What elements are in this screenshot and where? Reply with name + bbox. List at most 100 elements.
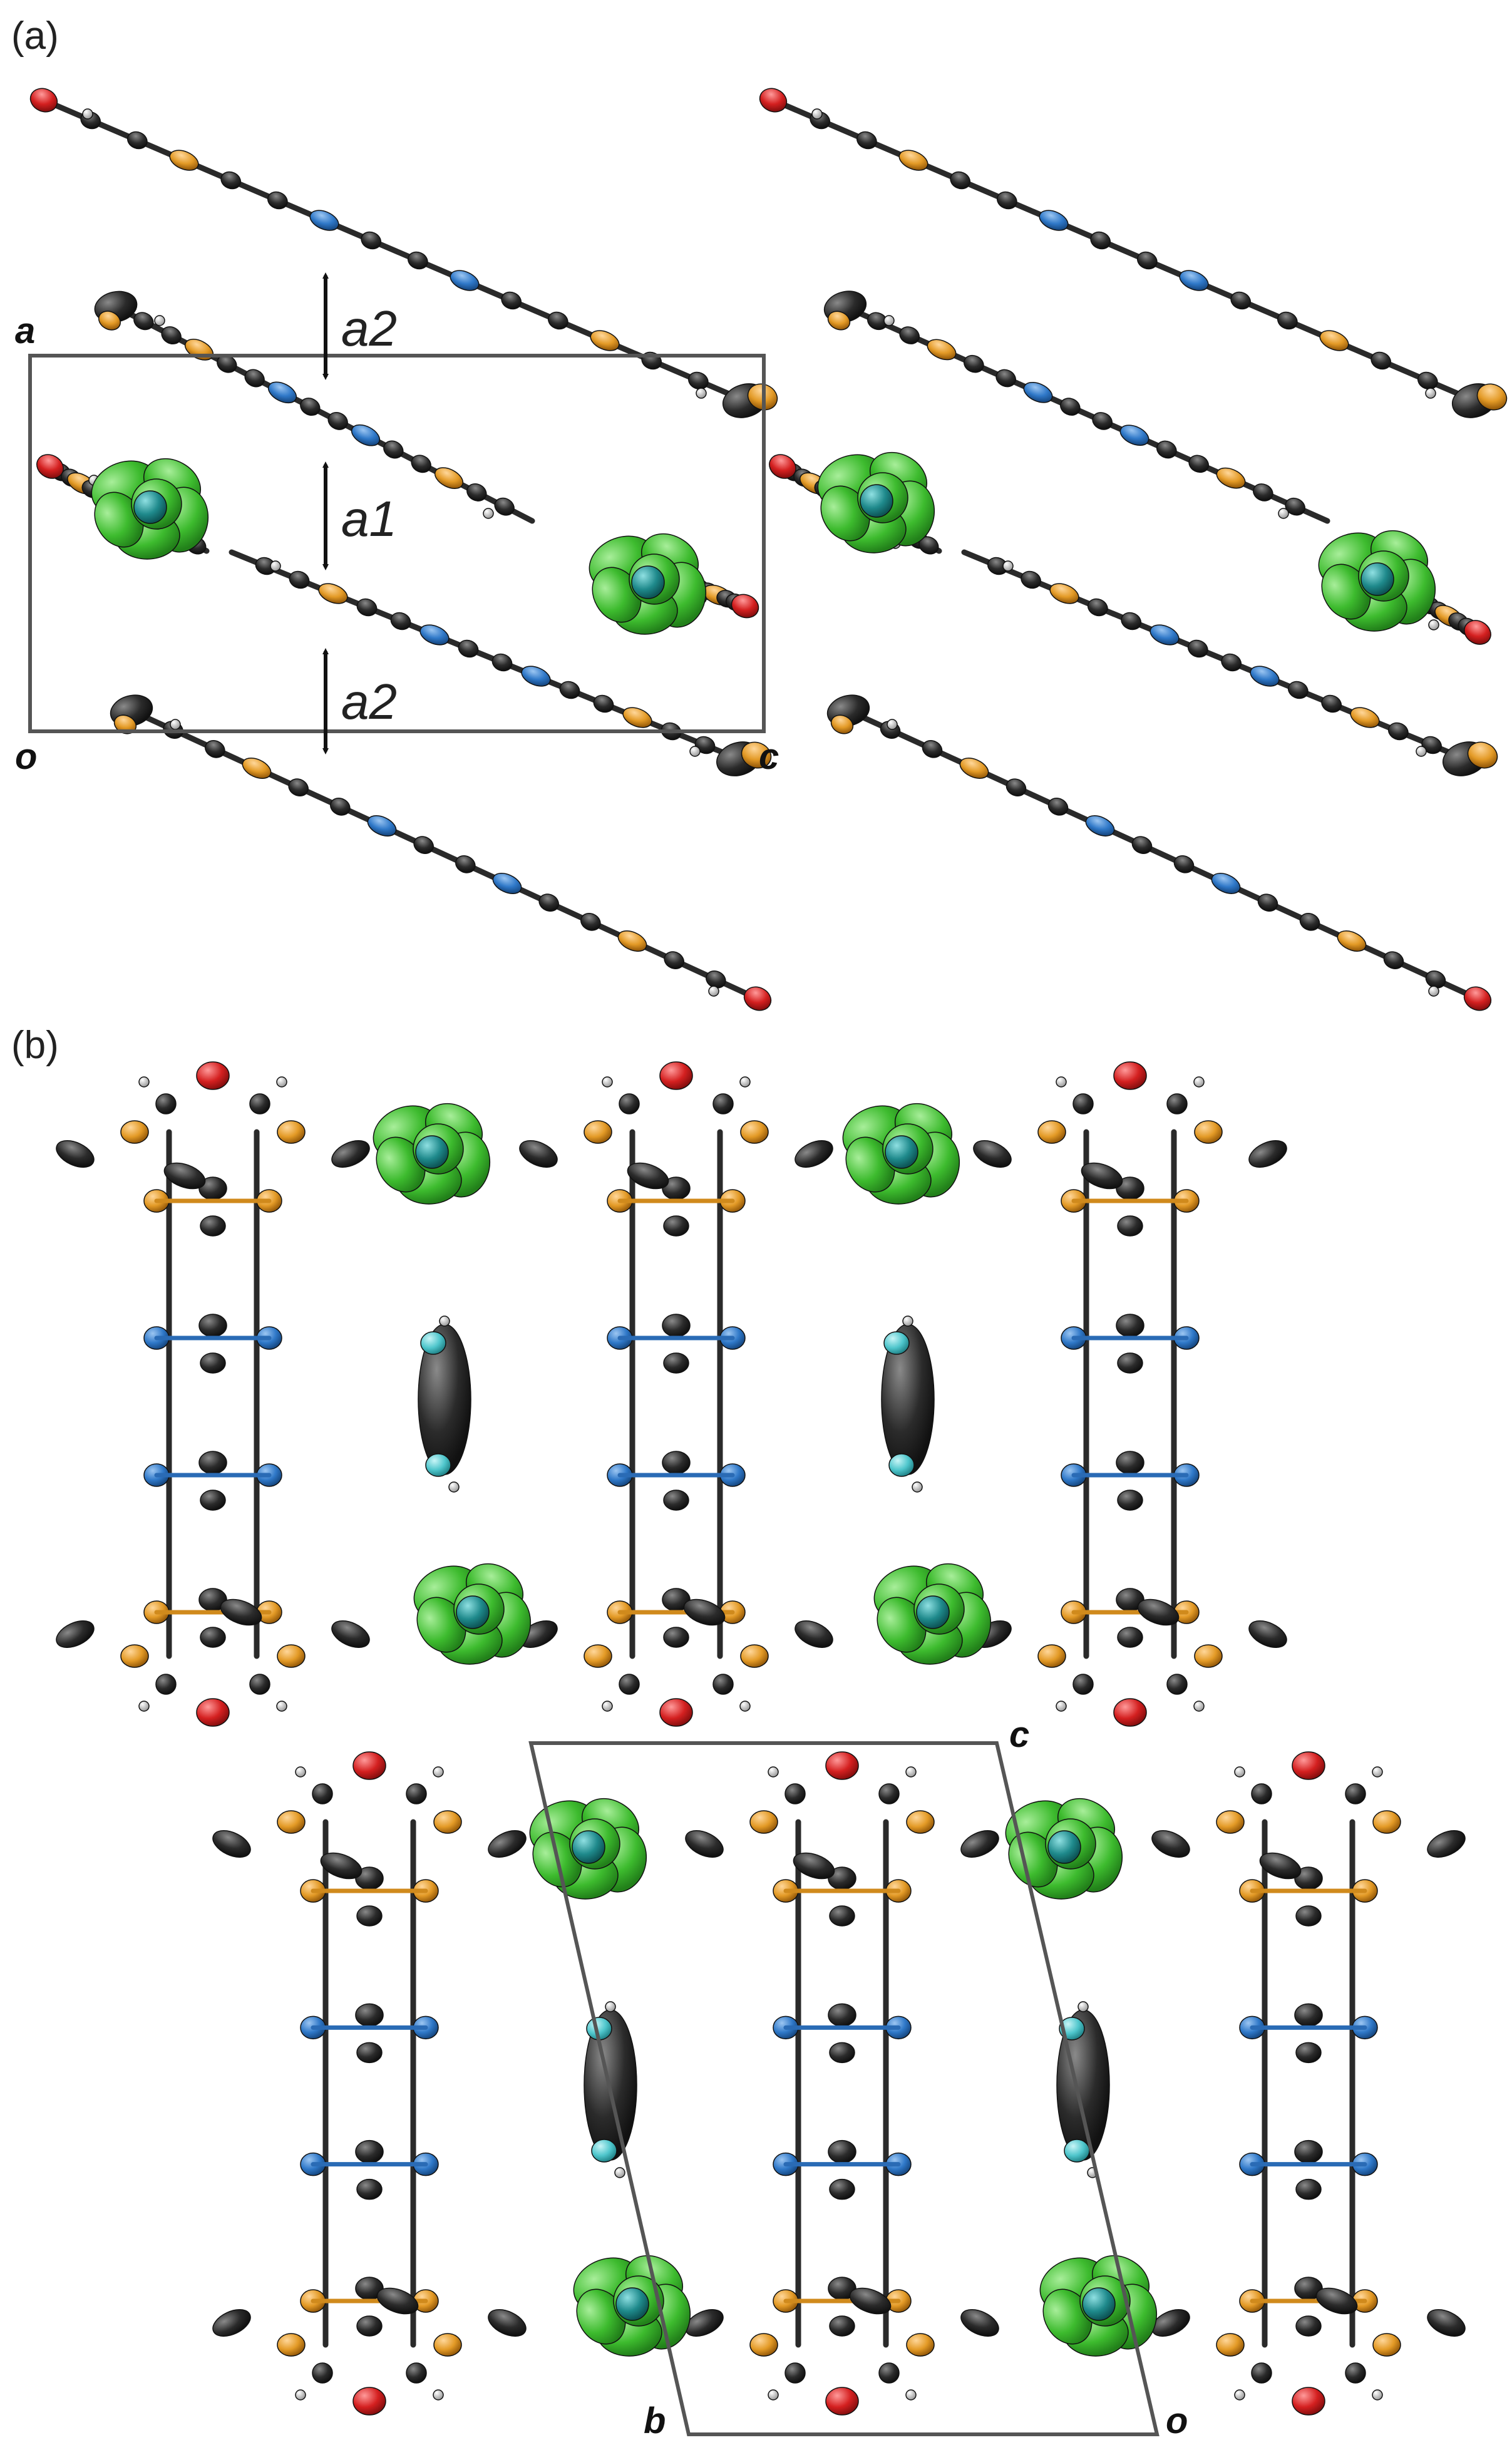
carbon-atom — [212, 2309, 251, 2337]
sulfur-atom — [740, 1644, 769, 1668]
sulfur-atom — [1319, 330, 1349, 351]
hydrogen-atom — [170, 719, 181, 730]
carbon-atom — [390, 612, 411, 631]
distance-label-a2-top: a2 — [341, 301, 397, 356]
panel-a-label: (a) — [11, 14, 59, 58]
carbon-atom — [376, 2287, 419, 2315]
halogen-atom — [1064, 2139, 1090, 2163]
carbon-atom — [383, 440, 404, 459]
carbon-atom — [198, 1451, 227, 1475]
sulfur-atom — [1476, 383, 1508, 411]
carbon-atom — [1087, 598, 1108, 617]
molecule-chain — [826, 694, 1492, 1011]
metal-atom — [456, 1595, 490, 1629]
carbon-atom — [249, 1093, 270, 1114]
carbon-atom — [1090, 231, 1111, 250]
panel-b-axis-c: c — [1009, 1714, 1029, 1755]
hydrogen-atom — [295, 1766, 306, 1778]
carbon-atom — [964, 354, 984, 373]
sulfur-atom — [277, 1810, 306, 1834]
nitrogen-atom — [1023, 381, 1053, 403]
disordered-anion — [529, 1798, 647, 1900]
hydrogen-atom — [138, 1076, 150, 1088]
molecule-chain — [110, 694, 772, 1011]
carbon-atom — [356, 2315, 383, 2337]
carbon-atom — [641, 351, 662, 370]
carbon-atom — [829, 2178, 855, 2200]
sulfur-atom — [590, 330, 620, 351]
carbon-atom — [663, 1490, 689, 1511]
carbon-atom — [361, 231, 381, 250]
carbon-atom — [1117, 1215, 1143, 1237]
carbon-atom — [849, 2287, 892, 2315]
sulfur-atom — [830, 714, 854, 734]
carbon-atom — [1060, 398, 1081, 416]
metal-atom — [572, 1830, 605, 1864]
carbon-atom — [694, 736, 716, 754]
panel-a: (a) a2 a1 a2 a o c — [11, 14, 1508, 1011]
bond-line — [845, 708, 1481, 1002]
carbon-atom — [205, 740, 225, 758]
hydrogen-atom — [1372, 1766, 1383, 1778]
sulfur-atom — [1372, 2333, 1401, 2357]
hydrogen-atom — [433, 2389, 444, 2401]
disordered-anion — [573, 2255, 691, 2357]
carbon-atom — [408, 251, 428, 270]
sulfur-atom — [169, 150, 199, 171]
sulfur-atom — [277, 1644, 306, 1668]
carbon-atom — [198, 1314, 227, 1337]
hydrogen-atom — [602, 1701, 613, 1712]
hydrogen-atom — [696, 388, 707, 399]
nitrogen-atom — [351, 424, 381, 446]
carbon-atom — [899, 326, 920, 344]
sulfur-atom — [617, 930, 647, 952]
oxygen-atom — [1464, 620, 1491, 645]
oxygen-atom — [731, 594, 759, 619]
disordered-anion — [817, 451, 935, 553]
carbon-atom — [494, 497, 515, 516]
carbon-atom — [559, 681, 580, 699]
bond-line — [770, 97, 1478, 404]
carbon-atom — [519, 1140, 558, 1168]
hydrogen-atom — [602, 1076, 613, 1088]
carbon-atom — [1117, 1352, 1143, 1374]
metal-atom — [860, 484, 893, 518]
disordered-anion — [413, 1563, 532, 1665]
carbon-atom — [155, 1093, 177, 1114]
halogen-atom — [883, 1331, 910, 1355]
oxygen-atom — [1113, 1061, 1147, 1090]
disordered-anion — [91, 458, 209, 560]
carbon-atom — [712, 1674, 734, 1695]
carbon-atom — [688, 371, 709, 390]
carbon-atom — [312, 2362, 333, 2384]
hydrogen-atom — [1416, 746, 1427, 757]
carbon-atom — [1277, 311, 1298, 330]
carbon-atom — [1081, 1162, 1123, 1190]
carbon-atom — [1294, 2003, 1323, 2027]
sulfur-atom — [98, 311, 121, 331]
carbon-atom — [288, 778, 309, 796]
panel-b-molecular-columns — [56, 1061, 1466, 2416]
sulfur-atom — [434, 467, 464, 489]
hydrogen-atom — [768, 2389, 779, 2401]
carbon-atom — [327, 411, 348, 430]
sulfur-atom — [906, 1810, 935, 1834]
sulfur-atom — [242, 758, 272, 779]
oxygen-atom — [825, 2387, 859, 2416]
carbon-atom — [663, 1352, 689, 1374]
oxygen-atom — [352, 1751, 386, 1780]
hydrogen-atom — [1278, 508, 1289, 519]
carbon-atom — [161, 326, 182, 345]
hydrogen-atom — [1077, 2001, 1089, 2012]
hydrogen-atom — [295, 2389, 306, 2401]
metal-atom — [1360, 562, 1394, 596]
nitrogen-atom — [521, 666, 551, 687]
carbon-atom — [356, 1905, 383, 1927]
carbon-atom — [331, 1620, 370, 1648]
oxygen-atom — [196, 1698, 230, 1727]
carbon-atom — [355, 2139, 384, 2164]
carbon-atom — [960, 1830, 999, 1858]
oxygen-atom — [759, 88, 788, 113]
hydrogen-atom — [739, 1701, 751, 1712]
